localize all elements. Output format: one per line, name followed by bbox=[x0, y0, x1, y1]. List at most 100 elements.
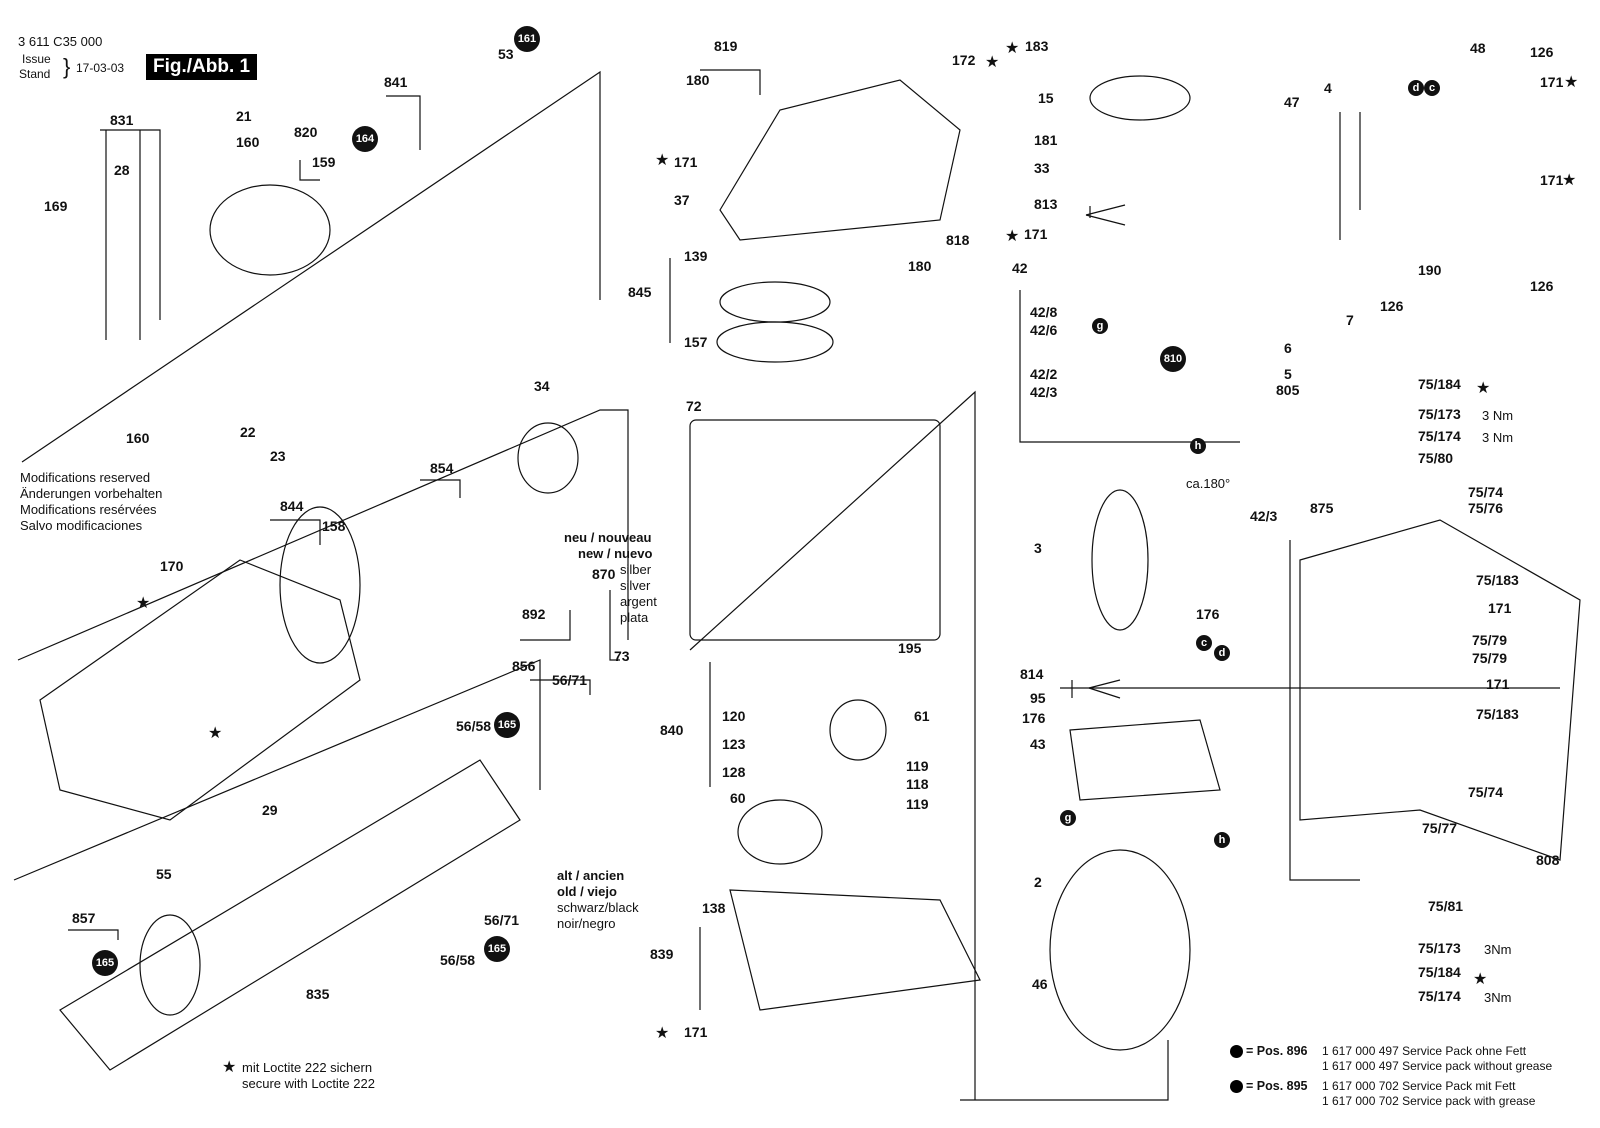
brace: } bbox=[63, 54, 71, 79]
part-75-79: 75/79 bbox=[1472, 632, 1508, 648]
part-183: 183 bbox=[1025, 38, 1049, 54]
flange-820 bbox=[209, 184, 331, 276]
part-892: 892 bbox=[522, 606, 546, 622]
torque-value: 3 Nm bbox=[1482, 430, 1514, 445]
service-pack-pos: = Pos. 896 bbox=[1246, 1044, 1308, 1058]
part-75-184: 75/184 bbox=[1418, 376, 1461, 392]
part-75-173: 75/173 bbox=[1418, 940, 1461, 956]
star-icon: ★ bbox=[208, 725, 223, 742]
new-color-2: silver bbox=[620, 578, 651, 593]
part-126: 126 bbox=[1530, 278, 1554, 294]
issue-date: 17-03-03 bbox=[76, 61, 125, 75]
handle-875 bbox=[1299, 519, 1581, 861]
part-75-183: 75/183 bbox=[1476, 572, 1519, 588]
part-123: 123 bbox=[722, 736, 746, 752]
part-808: 808 bbox=[1536, 852, 1560, 868]
part-48: 48 bbox=[1470, 40, 1486, 56]
wire-letter-c: c bbox=[1196, 635, 1212, 651]
service-pack-896: = Pos. 896 bbox=[1230, 1044, 1308, 1059]
new-color-4: plata bbox=[620, 610, 649, 625]
part-47: 47 bbox=[1284, 94, 1300, 110]
new-color-1: silber bbox=[620, 562, 652, 577]
part-875: 875 bbox=[1310, 500, 1334, 516]
badge-164: 164 bbox=[352, 126, 378, 152]
armature-3 bbox=[1091, 489, 1149, 631]
wire-letter-h: h bbox=[1214, 832, 1230, 848]
part-56-71: 56/71 bbox=[484, 912, 520, 928]
part-171: 171 bbox=[1540, 172, 1564, 188]
part-75-174: 75/174 bbox=[1418, 428, 1461, 444]
part-171: 171 bbox=[1486, 676, 1510, 692]
part-75-74: 75/74 bbox=[1468, 784, 1504, 800]
part-75-173: 75/173 bbox=[1418, 406, 1461, 422]
star-icon: ★ bbox=[1476, 380, 1491, 397]
badge-161: 161 bbox=[514, 26, 540, 52]
motor-cover-37 bbox=[719, 79, 961, 241]
bracket-819 bbox=[700, 69, 761, 95]
part-37: 37 bbox=[674, 192, 690, 208]
part-42: 42 bbox=[1012, 260, 1028, 276]
part-176: 176 bbox=[1196, 606, 1220, 622]
part-180: 180 bbox=[686, 72, 710, 88]
part-73: 73 bbox=[614, 648, 630, 664]
part-4: 4 bbox=[1324, 80, 1332, 96]
bracket-42 bbox=[1019, 290, 1240, 443]
part-805: 805 bbox=[1276, 382, 1300, 398]
part-42-6: 42/6 bbox=[1030, 322, 1058, 338]
service-pack-895: = Pos. 895 bbox=[1230, 1079, 1308, 1094]
bracket-820 bbox=[299, 160, 320, 181]
old-color-2: noir/negro bbox=[557, 916, 616, 931]
part-126: 126 bbox=[1380, 298, 1404, 314]
part-171: 171 bbox=[1488, 600, 1512, 616]
ring-55 bbox=[139, 914, 201, 1016]
part-170: 170 bbox=[160, 558, 184, 574]
part-7: 7 bbox=[1346, 312, 1354, 328]
part-120: 120 bbox=[722, 708, 746, 724]
part-814: 814 bbox=[1020, 666, 1044, 682]
filled-dot-icon bbox=[1230, 1045, 1243, 1059]
part-856: 856 bbox=[512, 658, 536, 674]
star-icon: ★ bbox=[136, 595, 151, 612]
service-pack-line: 1 617 000 497 Service pack without greas… bbox=[1322, 1059, 1553, 1073]
star-icon: ★ bbox=[985, 54, 1000, 71]
part-42-2: 42/2 bbox=[1030, 366, 1058, 382]
star-icon: ★ bbox=[1005, 228, 1020, 245]
part-75-80: 75/80 bbox=[1418, 450, 1454, 466]
badge-165: 165 bbox=[494, 712, 520, 738]
new-variant-title-2: new / nuevo bbox=[578, 546, 653, 561]
service-pack-line: 1 617 000 702 Service Pack mit Fett bbox=[1322, 1079, 1516, 1093]
part-56-58: 56/58 bbox=[440, 952, 476, 968]
part-819: 819 bbox=[714, 38, 738, 54]
gear-60 bbox=[737, 799, 823, 865]
bracket-856 bbox=[530, 679, 591, 695]
star-icon: ★ bbox=[1473, 971, 1488, 988]
bottom-cover-839 bbox=[729, 889, 981, 1011]
mod-line: Modifications resérvées bbox=[20, 502, 157, 517]
part-839: 839 bbox=[650, 946, 674, 962]
part-857: 857 bbox=[72, 910, 96, 926]
part-29: 29 bbox=[262, 802, 278, 818]
part-15: 15 bbox=[1038, 90, 1054, 106]
part-181: 181 bbox=[1034, 132, 1058, 148]
part-33: 33 bbox=[1034, 160, 1050, 176]
wire-letter-d: d bbox=[1408, 80, 1424, 96]
part-158: 158 bbox=[322, 518, 346, 534]
part-157: 157 bbox=[684, 334, 708, 350]
bracket-870 bbox=[609, 590, 620, 661]
o-ring-158 bbox=[279, 506, 361, 664]
part-61: 61 bbox=[914, 708, 930, 724]
bracket-841 bbox=[386, 95, 421, 150]
cover-845 bbox=[719, 281, 831, 323]
part-171: 171 bbox=[1024, 226, 1048, 242]
bracket-831 bbox=[100, 129, 161, 320]
part-159: 159 bbox=[312, 154, 336, 170]
service-pack-line: 1 617 000 497 Service Pack ohne Fett bbox=[1322, 1044, 1527, 1058]
part-56-71: 56/71 bbox=[552, 672, 588, 688]
part-195: 195 bbox=[898, 640, 922, 656]
part-28: 28 bbox=[114, 162, 130, 178]
filled-dot-icon bbox=[1230, 1080, 1243, 1094]
mod-line: Salvo modificaciones bbox=[20, 518, 143, 533]
doc-number: 3 611 C35 000 bbox=[18, 34, 103, 49]
wire-letter-g: g bbox=[1060, 810, 1076, 826]
